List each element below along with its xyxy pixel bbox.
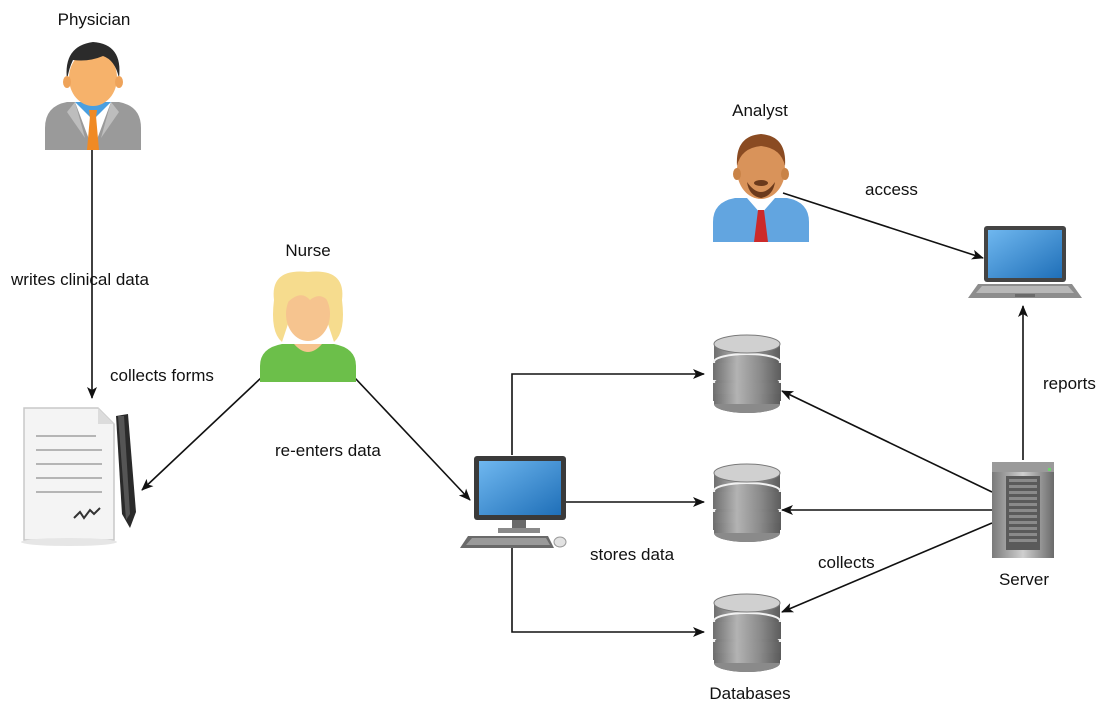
physician-label: Physician <box>58 10 131 29</box>
edge-analyst-to-laptop <box>782 192 984 260</box>
laptop-icon <box>968 226 1082 298</box>
edge-nurse-to-form <box>141 376 263 491</box>
edge-label-collects-forms: collects forms <box>110 366 214 385</box>
clinical-form-icon <box>21 407 136 546</box>
database-icon <box>712 463 782 543</box>
database-icon <box>712 334 782 414</box>
server-icon <box>992 462 1054 558</box>
edge-label-reports: reports <box>1043 374 1096 393</box>
edge-nurse-to-computer <box>354 377 471 501</box>
edge-server-to-db1 <box>781 390 993 493</box>
edge-computer-to-db3 <box>511 548 705 637</box>
edge-label-stores-data: stores data <box>590 545 675 564</box>
desktop-computer-icon <box>460 456 567 548</box>
edges <box>87 150 1028 637</box>
nurse-label: Nurse <box>285 241 330 260</box>
edge-label-re-enters-data: re-enters data <box>275 441 381 460</box>
analyst-icon <box>713 134 809 242</box>
databases-label: Databases <box>709 684 790 703</box>
edge-label-access: access <box>865 180 918 199</box>
nurse-icon <box>260 271 356 382</box>
edge-label-collects: collects <box>818 553 875 572</box>
edge-label-writes-clinical-data: writes clinical data <box>10 270 149 289</box>
edge-server-to-db3 <box>781 522 993 613</box>
server-label: Server <box>999 570 1049 589</box>
edge-computer-to-db1 <box>511 369 705 455</box>
physician-icon <box>45 42 141 150</box>
analyst-label: Analyst <box>732 101 788 120</box>
database-icon <box>712 593 782 673</box>
